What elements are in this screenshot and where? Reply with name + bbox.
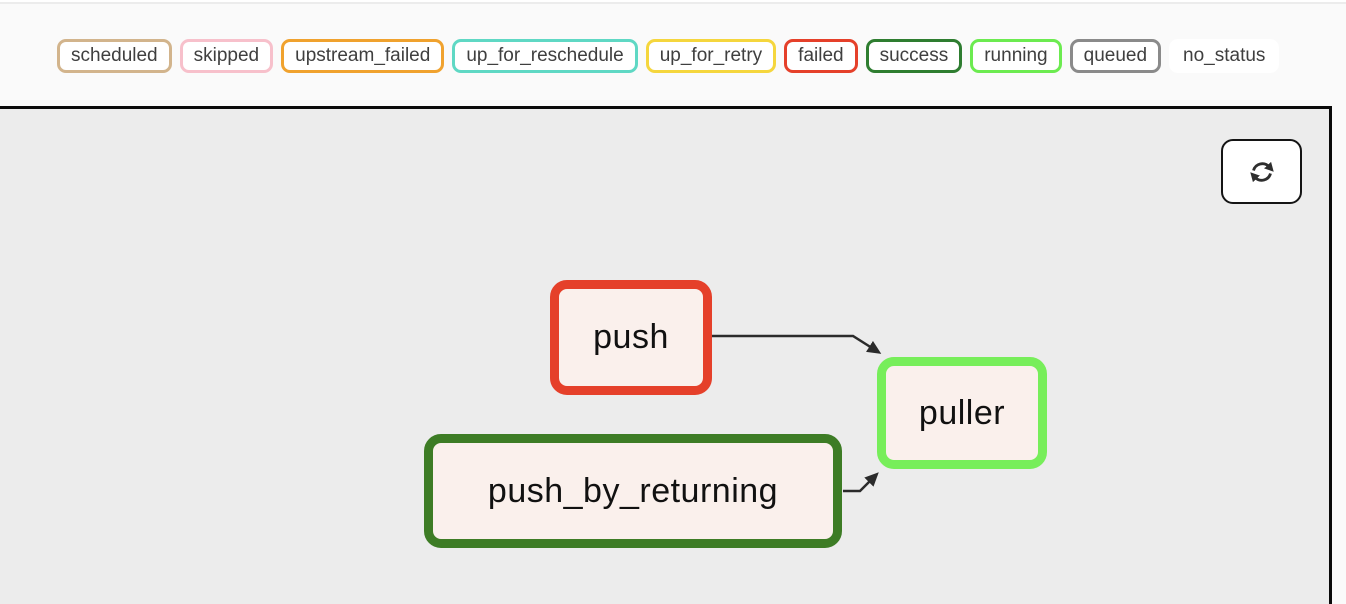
task-node-puller-label: puller (918, 393, 1006, 432)
refresh-icon (1249, 161, 1274, 182)
legend-badge-skipped: skipped (179, 39, 274, 73)
edge-push-to-puller (712, 334, 882, 354)
legend-badge-queued: queued (1069, 39, 1162, 73)
legend-badge-up-for-retry: up_for_retry (645, 39, 777, 73)
header-divider (0, 0, 1346, 4)
legend-badge-running: running (970, 39, 1062, 73)
dag-edges-layer (712, 334, 882, 493)
refresh-button[interactable] (1221, 139, 1302, 204)
edge-push-by-returning-to-puller (843, 472, 879, 493)
legend-badge-up-for-reschedule: up_for_reschedule (452, 39, 638, 73)
legend-badge-success: success (865, 39, 963, 73)
dag-graph-canvas[interactable]: push puller push_by_returning (0, 106, 1332, 604)
task-node-push-by-returning-label: push_by_returning (487, 471, 779, 510)
legend-badge-no-status: no_status (1169, 39, 1280, 73)
legend-badge-upstream-failed: upstream_failed (281, 39, 445, 73)
task-node-push-label: push (593, 318, 669, 356)
legend-badge-failed: failed (784, 39, 858, 73)
task-node-push-by-returning[interactable]: push_by_returning (424, 434, 842, 548)
task-node-puller[interactable]: puller (877, 357, 1047, 469)
task-node-push[interactable]: push (550, 280, 712, 395)
status-legend: scheduled skipped upstream_failed up_for… (0, 6, 1346, 106)
legend-badge-scheduled: scheduled (57, 39, 172, 73)
